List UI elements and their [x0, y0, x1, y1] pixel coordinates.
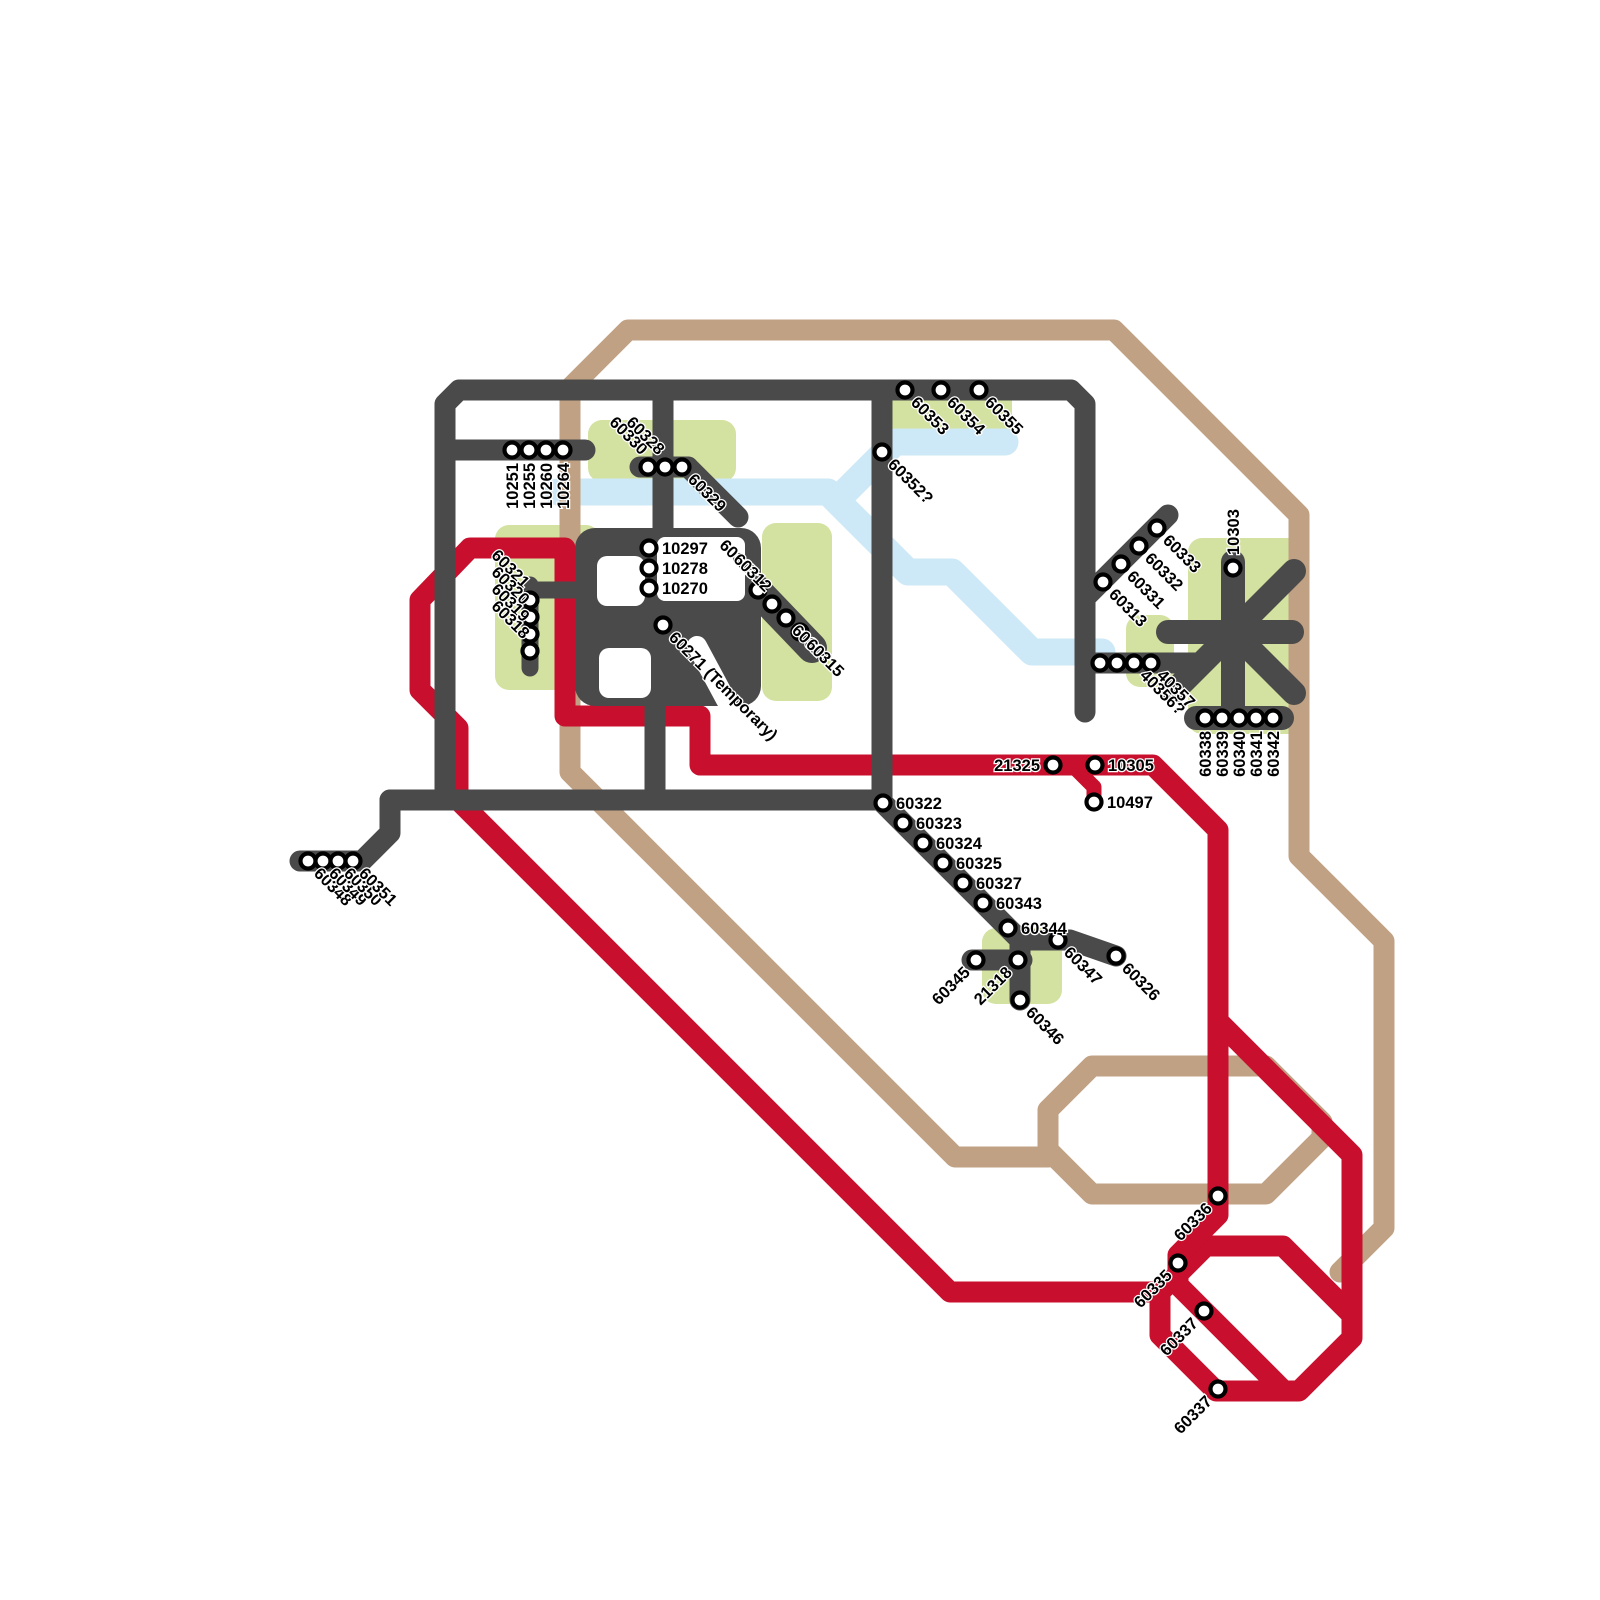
route-dark-cross-stub-br	[1238, 637, 1306, 705]
route-dark-horiz-60347	[1011, 929, 1127, 967]
route-dark-cross-stub-tr	[1238, 559, 1306, 627]
station-marker-60328[interactable]	[655, 457, 675, 477]
station-label-60340: 60340	[1231, 731, 1249, 777]
station-label-60323: 60323	[916, 815, 962, 833]
station-marker-10251[interactable]	[502, 440, 522, 460]
station-marker-60347[interactable]	[1048, 930, 1068, 950]
station-marker-60346[interactable]	[1010, 990, 1030, 1010]
station-marker-10278[interactable]	[639, 558, 659, 578]
city-core-hole-1	[597, 556, 645, 606]
station-label-10303: 10303	[1225, 509, 1243, 555]
station-marker-60337[interactable]	[1194, 1301, 1214, 1321]
station-marker-60336[interactable]	[1208, 1186, 1228, 1206]
station-label-10255: 10255	[521, 463, 539, 509]
station-marker-60335[interactable]	[1168, 1253, 1188, 1273]
station-marker-60323[interactable]	[893, 813, 913, 833]
route-dark-top-frame	[434, 379, 1096, 801]
station-marker-60343[interactable]	[973, 893, 993, 913]
station-label-10260: 10260	[538, 463, 556, 509]
station-marker-60318[interactable]	[520, 641, 540, 661]
station-label-60343: 60343	[996, 895, 1042, 913]
station-marker-60353[interactable]	[895, 380, 915, 400]
station-label-10270: 10270	[662, 580, 708, 598]
station-label-10305: 10305	[1108, 757, 1154, 775]
station-marker-60324[interactable]	[913, 833, 933, 853]
station-label-60322: 60322	[896, 795, 942, 813]
station-label-60344: 60344	[1021, 920, 1068, 938]
station-label-60339: 60339	[1214, 731, 1232, 777]
station-marker-60345[interactable]	[966, 950, 986, 970]
city-core-hole-2	[599, 648, 651, 698]
station-marker-60340[interactable]	[1229, 708, 1249, 728]
station-marker-60327[interactable]	[953, 873, 973, 893]
station-marker-60338[interactable]	[1195, 708, 1215, 728]
station-label-10278: 10278	[662, 560, 708, 578]
route-dark-diag-60329	[677, 456, 749, 528]
station-marker-unlabeled-29[interactable]	[1107, 653, 1127, 673]
river-segment-2	[824, 428, 1019, 513]
station-marker-60355[interactable]	[969, 380, 989, 400]
station-marker-60354[interactable]	[931, 380, 951, 400]
station-marker-10297[interactable]	[639, 538, 659, 558]
station-label-60338: 60338	[1197, 731, 1215, 777]
station-marker-60271 (Temporary)[interactable]	[653, 615, 673, 635]
station-marker-10305[interactable]	[1085, 755, 1105, 775]
station-marker-60337[interactable]	[1208, 1379, 1228, 1399]
station-marker-10260[interactable]	[536, 440, 556, 460]
station-marker-10270[interactable]	[639, 578, 659, 598]
station-label-10264: 10264	[555, 462, 573, 509]
station-marker-60344[interactable]	[998, 918, 1018, 938]
station-marker-10497[interactable]	[1084, 792, 1104, 812]
station-marker-10264[interactable]	[553, 440, 573, 460]
station-marker-60333[interactable]	[1147, 518, 1167, 538]
station-marker-60315[interactable]	[790, 622, 810, 642]
station-label-21325: 21325	[994, 757, 1040, 775]
station-marker-60341[interactable]	[1246, 708, 1266, 728]
station-marker-10303[interactable]	[1223, 558, 1243, 578]
station-label-60327: 60327	[976, 875, 1022, 893]
station-marker-60339[interactable]	[1212, 708, 1232, 728]
route-dark-cross-stub-bl	[1162, 637, 1228, 703]
station-marker-21325[interactable]	[1043, 755, 1063, 775]
station-marker-60352?[interactable]	[872, 442, 892, 462]
city-core-hole-slash	[687, 636, 736, 710]
station-marker-60326[interactable]	[1106, 946, 1126, 966]
station-marker-10255[interactable]	[519, 440, 539, 460]
city-core-hole-3	[657, 537, 745, 601]
station-label-60341: 60341	[1248, 731, 1266, 777]
station-marker-21318[interactable]	[1008, 950, 1028, 970]
station-marker-60329[interactable]	[672, 457, 692, 477]
station-marker-60313[interactable]	[1093, 572, 1113, 592]
station-label-60342: 60342	[1265, 731, 1283, 777]
station-marker-unlabeled-28[interactable]	[1090, 653, 1110, 673]
station-marker-60330[interactable]	[638, 457, 658, 477]
route-red-bottom-loop	[1149, 1281, 1363, 1402]
station-label-10497: 10497	[1107, 794, 1153, 812]
station-marker-60317[interactable]	[748, 580, 768, 600]
river-segment-1	[544, 478, 1116, 666]
station-marker-60351[interactable]	[343, 851, 363, 871]
station-marker-40357[interactable]	[1141, 653, 1161, 673]
station-marker-60314[interactable]	[776, 608, 796, 628]
station-marker-60332[interactable]	[1129, 536, 1149, 556]
station-marker-60331[interactable]	[1111, 554, 1131, 574]
station-label-10297: 10297	[662, 540, 708, 558]
station-label-60325: 60325	[956, 855, 1002, 873]
station-marker-60348[interactable]	[298, 851, 318, 871]
station-marker-60322[interactable]	[873, 793, 893, 813]
station-marker-60325[interactable]	[933, 853, 953, 873]
station-marker-60342[interactable]	[1263, 708, 1283, 728]
station-marker-40356?[interactable]	[1124, 653, 1144, 673]
station-marker-60312[interactable]	[762, 594, 782, 614]
station-label-60324: 60324	[936, 835, 983, 853]
station-label-10251: 10251	[504, 463, 522, 509]
